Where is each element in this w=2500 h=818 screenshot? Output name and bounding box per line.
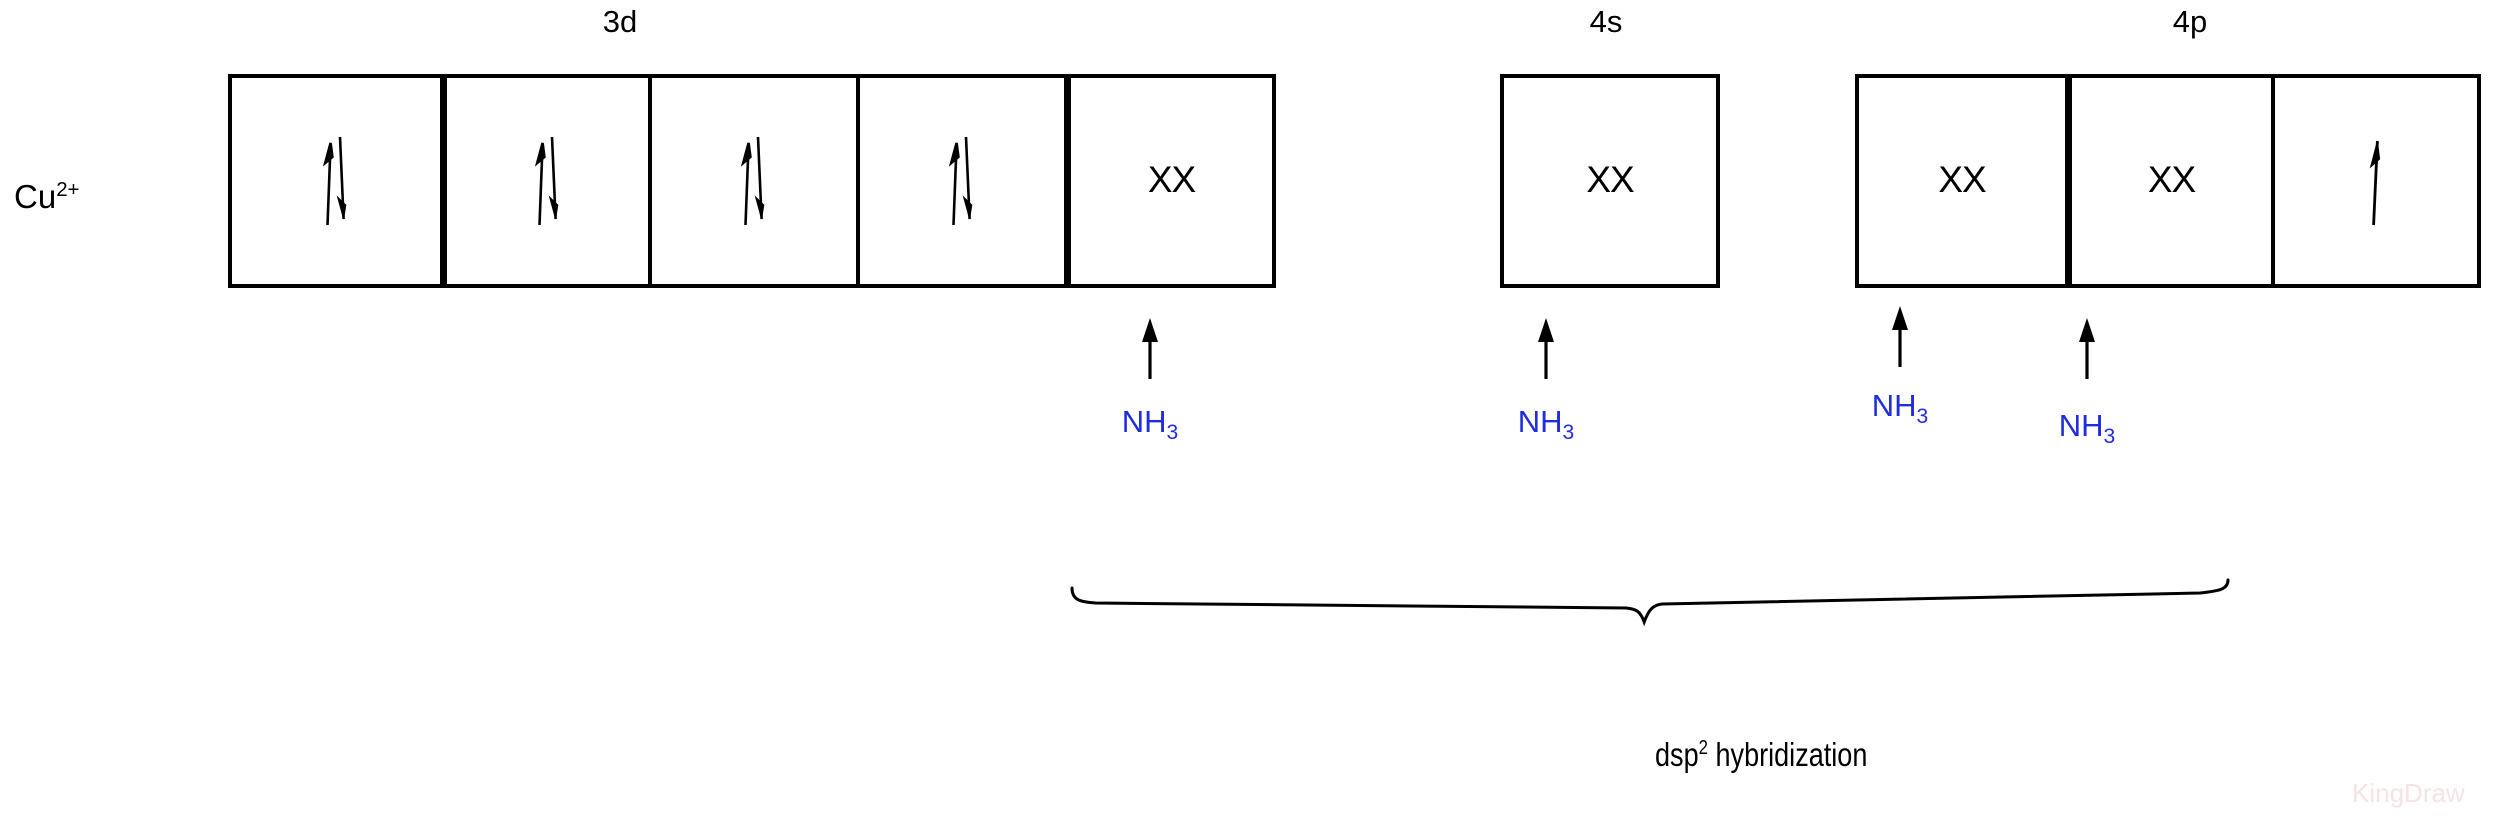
ligand-subscript: 3 [1562,421,1575,445]
orbital-box-4p-2[interactable]: XX [2065,78,2271,284]
orbital-box-4p-3[interactable] [2271,78,2477,284]
ligand-label-nh3: NH3 [1121,404,1179,443]
hybridization-prefix: dsp [1655,736,1699,773]
donation-arrow-icon [1533,318,1559,380]
orbital-box-4p-1[interactable]: XX [1859,78,2065,284]
orbital-box-3d-2[interactable] [440,78,648,284]
hybridization-exponent: 2 [1698,736,1708,759]
electron-pair-arrows [525,133,571,229]
species-symbol: Cu [14,178,57,215]
ligand-subscript: 3 [1916,405,1929,429]
electron-pair-arrows [939,133,985,229]
orbital-row-3d: XX [228,74,1276,288]
ligand-subscript: 3 [2103,425,2116,449]
donation-arrow-icon [2074,318,2100,380]
subshell-label-3d: 3d [602,4,638,39]
hybridization-brace [1070,578,2230,628]
ligand-donation-4: NH3 [2027,318,2147,447]
ligand-label-nh3: NH3 [1871,388,1929,427]
subshell-label-4s: 4s [1589,4,1623,39]
subshell-label-4p: 4p [2172,4,2208,39]
orbital-box-3d-3[interactable] [648,78,856,284]
ligand-formula: NH [1871,388,1917,423]
electron-pair-arrows [313,133,359,229]
ligand-label-nh3: NH3 [1517,404,1575,443]
ligand-formula: NH [1517,404,1563,439]
ligand-donation-2: NH3 [1486,318,1606,443]
electron-pair-xx: XX [2147,158,2196,200]
ligand-subscript: 3 [1166,421,1179,445]
electron-pair-xx: XX [1586,158,1634,200]
watermark: KingDraw [2352,778,2465,808]
ligand-label-nh3: NH3 [2058,408,2116,447]
donation-arrow-icon [1137,318,1163,380]
orbital-row-4s: XX [1500,74,1720,288]
orbital-row-4p: XX XX [1855,74,2481,288]
electron-pair-xx: XX [1938,158,1986,200]
orbital-box-4s-1[interactable]: XX [1504,78,1716,284]
unpaired-electron-arrow [2360,133,2392,229]
species-label: Cu2+ [14,178,80,215]
brace-svg [1070,578,2230,627]
electron-pair-xx: XX [1147,158,1196,200]
hybridization-suffix: hybridization [1707,736,1868,773]
orbital-box-3d-4[interactable] [856,78,1064,284]
electron-pair-arrows [731,133,777,229]
orbital-box-3d-1[interactable] [232,78,440,284]
ligand-formula: NH [1121,404,1167,439]
ligand-donation-1: NH3 [1090,318,1210,443]
ligand-formula: NH [2058,408,2104,443]
hybridization-label: dsp2 hybridization [1655,736,1868,773]
orbital-box-3d-5[interactable]: XX [1064,78,1272,284]
ligand-donation-3: NH3 [1840,306,1960,427]
donation-arrow-icon [1887,306,1913,368]
species-charge: 2+ [56,178,80,201]
